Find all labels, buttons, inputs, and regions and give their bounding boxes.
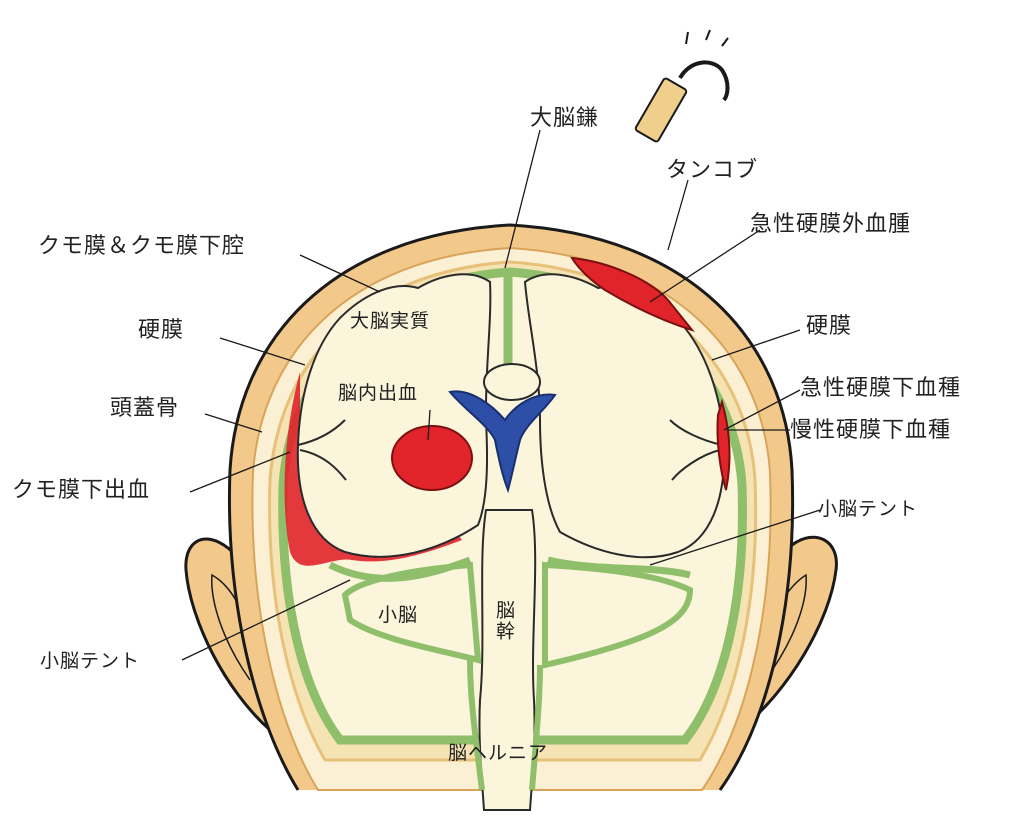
label-dura-right: 硬膜 <box>806 314 853 339</box>
tentorium-right-line <box>547 556 691 579</box>
herniation-right-line <box>529 664 543 791</box>
label-acute-epidural: 急性硬膜外血腫 <box>750 212 912 237</box>
cerebellum-left <box>341 561 482 664</box>
acute-epidural-hematoma <box>570 256 695 332</box>
herniation-left-line <box>467 659 485 791</box>
label-brainstem: 脳幹 <box>493 600 515 642</box>
tentorium-left-line <box>328 556 472 582</box>
label-subarachnoid: クモ膜下出血 <box>12 478 151 503</box>
label-falx: 大脳鎌 <box>530 106 600 131</box>
ventricles <box>448 390 557 494</box>
label-skull: 頭蓋骨 <box>110 396 180 421</box>
label-dura-left: 硬膜 <box>138 318 185 343</box>
subarachnoid-hemorrhage <box>284 372 462 566</box>
label-tanikobu: タンコブ <box>666 158 759 183</box>
leader-lines <box>181 129 821 661</box>
label-arachnoid-space: クモ膜＆クモ膜下腔 <box>38 234 246 259</box>
label-chronic-subdural: 慢性硬膜下血種 <box>790 418 952 443</box>
label-tentorium-left: 小脳テント <box>40 650 141 672</box>
label-cerebrum: 大脳実質 <box>350 310 431 332</box>
right-sylvian-fissure <box>669 419 723 481</box>
label-acute-subdural: 急性硬膜下血種 <box>800 376 962 401</box>
intracerebral-hemorrhage <box>391 425 473 491</box>
brainstem-shape <box>478 509 537 811</box>
label-tentorium-right: 小脳テント <box>818 498 919 520</box>
left-sylvian-fissure <box>297 419 347 481</box>
label-cerebellum: 小脳 <box>378 604 419 626</box>
label-herniation: 脳ヘルニア <box>448 742 549 764</box>
corpus-callosum <box>483 363 541 401</box>
hook-icon <box>634 29 730 143</box>
label-intracerebral: 脳内出血 <box>338 382 419 404</box>
